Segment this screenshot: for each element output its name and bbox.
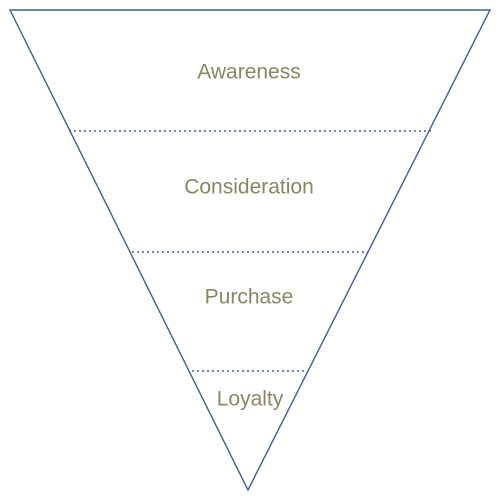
funnel-outline	[8, 9, 492, 492]
stage-label-purchase: Purchase	[205, 286, 294, 309]
stage-label-awareness: Awareness	[197, 61, 301, 84]
stage-label-consideration: Consideration	[184, 176, 314, 199]
stage-label-loyalty: Loyalty	[217, 388, 284, 411]
